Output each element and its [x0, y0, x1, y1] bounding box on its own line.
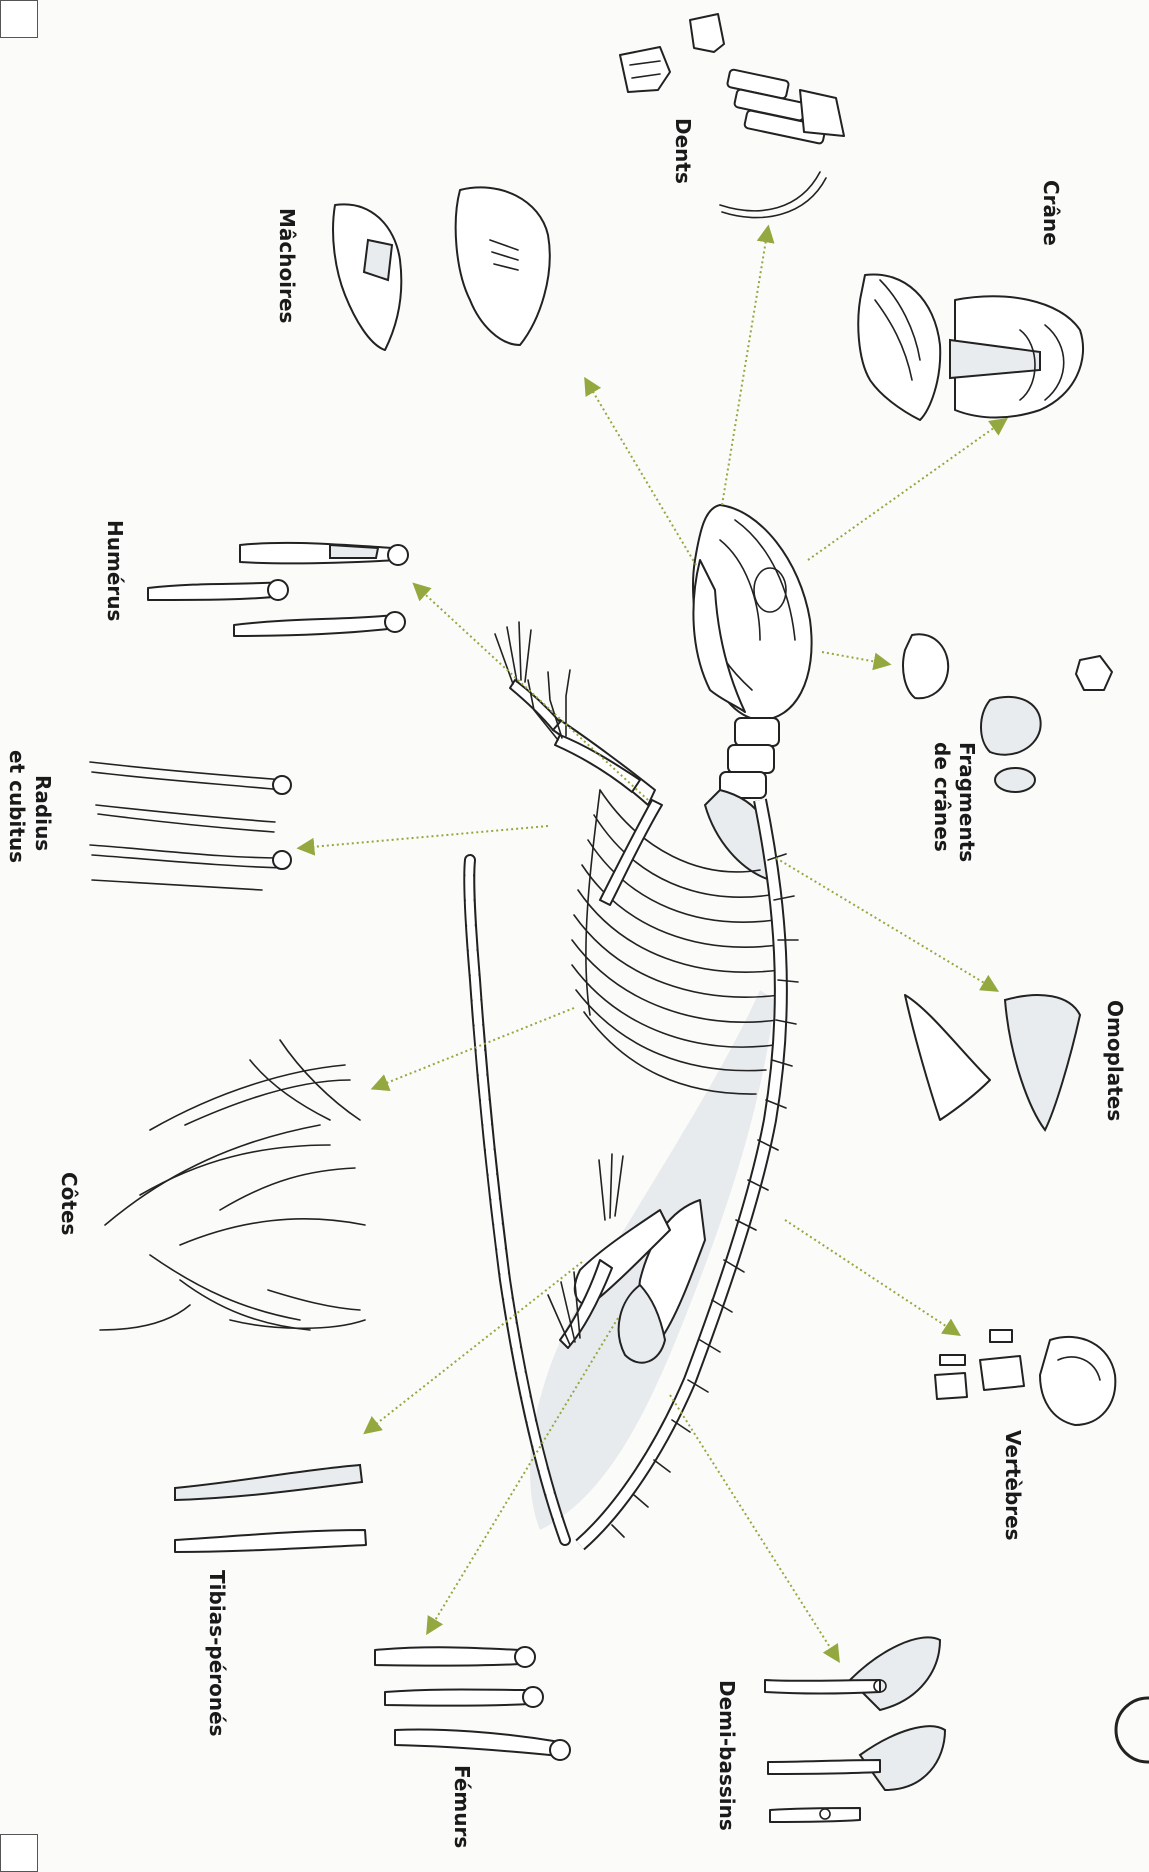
- bones-vertebres: [935, 1330, 1115, 1425]
- arrow-radius: [300, 826, 548, 848]
- bones-femurs: [375, 1647, 570, 1760]
- bones-omoplates: [905, 995, 1080, 1130]
- rat-skeleton: [469, 505, 811, 1545]
- bones-demi-bassins: [765, 1637, 945, 1822]
- label-cotes: Côtes: [57, 1172, 81, 1235]
- bones-radius: [90, 762, 291, 890]
- label-fragments-1: Fragments: [955, 742, 979, 862]
- arrow-fragments: [822, 652, 888, 664]
- bones-humerus: [148, 543, 408, 636]
- label-humerus: Humérus: [103, 520, 127, 621]
- label-omoplates: Omoplates: [1103, 1000, 1127, 1121]
- arrow-omoplates: [776, 858, 996, 990]
- bones-crane: [858, 274, 1083, 420]
- arrow-dents: [722, 228, 768, 505]
- label-radius-2: et cubitus: [5, 750, 29, 863]
- arrow-demi-bassins: [670, 1395, 838, 1660]
- bones-tibias: [175, 1465, 366, 1552]
- label-radius-1: Radius: [31, 775, 55, 851]
- label-dents: Dents: [671, 118, 695, 184]
- label-machoires: Mâchoires: [275, 208, 299, 323]
- stamp-mark: [1116, 1698, 1149, 1762]
- arrow-crane: [808, 420, 1005, 560]
- bones-dents: [620, 14, 844, 218]
- bones-cotes: [100, 1040, 365, 1330]
- label-vertebres: Vertèbres: [1001, 1430, 1025, 1541]
- bones-machoires: [333, 187, 550, 350]
- label-tibias: Tibias-péronés: [205, 1570, 229, 1737]
- label-fragments-2: de crânes: [930, 742, 954, 852]
- arrow-machoires: [586, 380, 696, 565]
- label-femurs: Fémurs: [450, 1765, 474, 1848]
- arrow-vertebres: [785, 1220, 958, 1334]
- label-demi-bassins: Demi-bassins: [715, 1680, 739, 1831]
- label-crane: Crâne: [1039, 180, 1063, 246]
